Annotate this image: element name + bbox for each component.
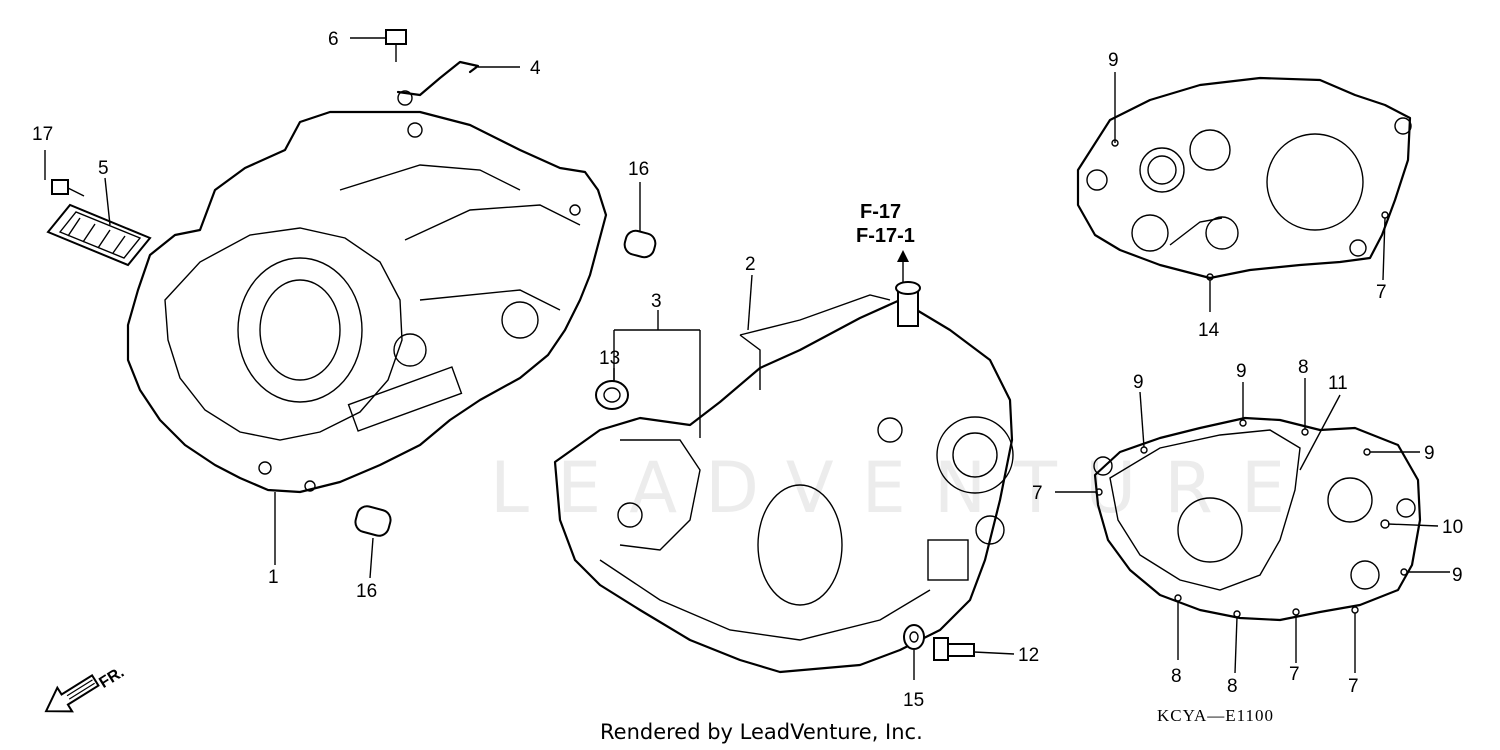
callout-16-lower: 16 <box>356 581 377 602</box>
diagram-code: KCYA—E1100 <box>1157 706 1274 725</box>
drain-bolt-12 <box>933 637 975 661</box>
callout-7-d: 7 <box>1348 676 1359 697</box>
callout-15: 15 <box>903 690 924 711</box>
footer-credit: Rendered by LeadVenture, Inc. <box>600 720 923 744</box>
callout-7-c: 7 <box>1289 664 1300 685</box>
callout-9-gasket14: 9 <box>1108 50 1119 71</box>
callout-17: 17 <box>32 124 53 145</box>
callout-1: 1 <box>268 567 279 588</box>
front-label: FR. <box>96 664 127 692</box>
callout-9-c: 9 <box>1424 443 1435 464</box>
callout-16-upper: 16 <box>628 159 649 180</box>
reference-f17-1: F-17-1 <box>856 225 915 247</box>
callout-7-gasket14: 7 <box>1376 282 1387 303</box>
callout-8-c: 8 <box>1227 676 1238 697</box>
bolt-6 <box>385 29 407 62</box>
screen-bolt <box>51 179 85 197</box>
left-crankcase <box>126 110 608 494</box>
callout-14: 14 <box>1198 320 1220 341</box>
callout-8-a: 8 <box>1298 357 1309 378</box>
callout-8-b: 8 <box>1171 666 1182 687</box>
callout-3: 3 <box>651 291 662 312</box>
callout-9-a: 9 <box>1133 372 1144 393</box>
callout-10: 10 <box>1442 517 1463 538</box>
callout-12: 12 <box>1018 645 1039 666</box>
dowel-pin-upper <box>623 229 657 259</box>
callout-13: 13 <box>599 348 620 369</box>
washer-15 <box>903 624 925 650</box>
callout-9-b: 9 <box>1236 361 1247 382</box>
oil-seal-13 <box>595 380 629 410</box>
front-arrow-icon <box>44 673 100 713</box>
callout-6: 6 <box>328 29 339 50</box>
callout-4: 4 <box>530 58 541 79</box>
callout-2: 2 <box>745 254 756 275</box>
callout-9-d: 9 <box>1452 565 1463 586</box>
clamp-4 <box>396 60 480 106</box>
leader-lines <box>44 37 1450 680</box>
oil-strainer-screen <box>46 203 152 267</box>
callout-7-b: 7 <box>1032 483 1043 504</box>
right-crankcase <box>553 281 1014 674</box>
callout-11: 11 <box>1328 373 1348 394</box>
gasket-14 <box>1076 76 1412 281</box>
gasket-11 <box>1093 416 1422 622</box>
dowel-pin-lower <box>354 505 392 537</box>
watermark-text: LEADVENTURE <box>490 447 1313 529</box>
callout-5: 5 <box>98 158 109 179</box>
reference-arrow <box>897 250 909 262</box>
reference-f17: F-17 <box>860 201 901 223</box>
